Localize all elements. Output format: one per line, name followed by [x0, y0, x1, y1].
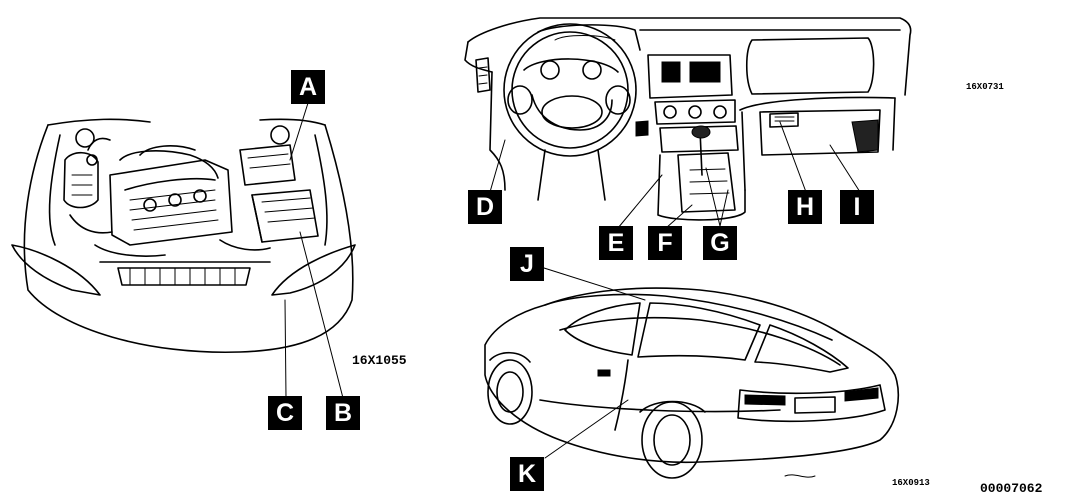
leader-e: [617, 174, 663, 229]
callout-c: C: [268, 396, 302, 430]
callout-i: I: [840, 190, 874, 224]
callout-f: F: [648, 226, 682, 260]
callout-g: G: [703, 226, 737, 260]
leader-c: [284, 299, 287, 399]
callout-e: E: [599, 226, 633, 260]
leader-h: [779, 121, 807, 193]
callout-k: K: [510, 457, 544, 491]
leader-k: [544, 399, 629, 459]
engine-bay-drawing: [11, 118, 356, 354]
document-number: 00007062: [980, 481, 1043, 496]
leader-d: [489, 139, 506, 193]
dashboard-drawing: [464, 17, 912, 221]
callout-j: J: [510, 247, 544, 281]
dash-view-code: 16X0731: [966, 82, 1004, 92]
leader-b: [299, 231, 344, 399]
callout-d: D: [468, 190, 502, 224]
leader-j: [543, 267, 646, 301]
leader-a: [289, 102, 309, 161]
callout-b: B: [326, 396, 360, 430]
leader-i: [829, 144, 861, 193]
car-drawing: [484, 287, 900, 479]
leader-f: [665, 204, 693, 229]
callout-a: A: [291, 70, 325, 104]
engine-view-code: 16X1055: [352, 353, 407, 368]
callout-h: H: [788, 190, 822, 224]
leader-g: [705, 167, 729, 227]
car-view-code: 16X0913: [892, 478, 930, 488]
